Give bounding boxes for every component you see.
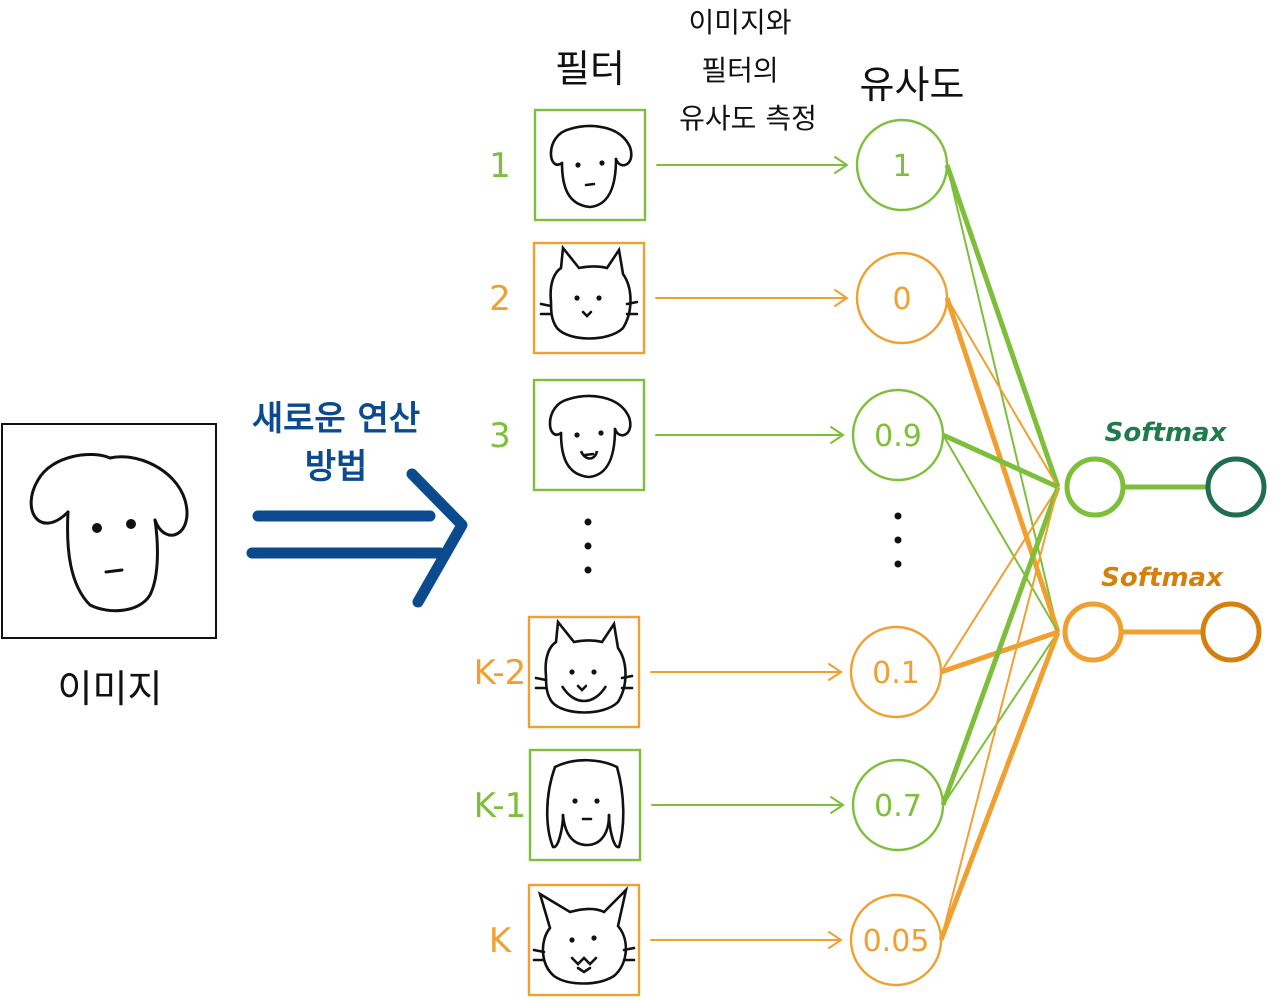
input-label: 이미지: [58, 667, 163, 711]
similarity-node: [849, 625, 943, 719]
measure-arrow: [656, 156, 849, 174]
similarity-node: [855, 251, 949, 345]
input-dog-face-icon: [29, 453, 189, 613]
filter-index-label: K-1: [474, 786, 527, 826]
filter-box: [527, 883, 641, 997]
similarity-node: [851, 388, 945, 482]
similarity-node: [855, 118, 949, 212]
measure-arrow: [655, 426, 845, 444]
filter-index-label: K: [489, 921, 513, 961]
softmax-output-node: [1200, 601, 1262, 663]
connection-line: [946, 164, 1059, 633]
similarity-value: 0.05: [863, 924, 930, 959]
softmax-label: Softmax: [1105, 418, 1228, 448]
filter-index-label: 1: [489, 146, 511, 186]
connection-line: [944, 297, 1061, 633]
similarity-header: 유사도: [860, 63, 965, 107]
similarity-node: [849, 893, 943, 987]
dog-face-icon: [549, 124, 633, 209]
filter-box: [532, 241, 646, 355]
double-arrow-icon: [246, 468, 468, 608]
measure-arrow: [651, 796, 845, 814]
long-ear-dog-icon: [545, 758, 625, 849]
connection-line: [942, 631, 1059, 806]
filter-index-label: K-2: [474, 653, 527, 693]
similarity-node: [851, 758, 945, 852]
similarity-value: 0.1: [872, 656, 920, 691]
similarity-ellipsis: [894, 512, 902, 568]
connection-line: [946, 297, 1059, 488]
filter-index-label: 2: [489, 279, 511, 319]
softmax-label: Softmax: [1101, 563, 1224, 593]
filter-row: K 0.05: [489, 883, 943, 997]
similarity-value: 0: [892, 282, 911, 317]
softmax-unit: Softmax: [1062, 563, 1262, 663]
filter-ellipsis: [584, 518, 592, 574]
operation-title-line1: 새로운 연산: [252, 399, 420, 439]
filter-row: K-2 0.1: [474, 615, 943, 729]
cat-face-icon: [534, 618, 634, 714]
filter-box: [528, 748, 642, 862]
softmax-output-node: [1205, 456, 1267, 518]
filter-index-label: 3: [489, 416, 511, 456]
connection-line: [940, 486, 1061, 806]
input-image: 이미지: [1, 423, 217, 711]
filter-box: [532, 378, 646, 492]
connection-line: [940, 486, 1059, 941]
filter-box: [527, 615, 641, 729]
operation-title-line2: 방법: [305, 447, 368, 487]
operation-arrow: 새로운 연산 방법: [246, 399, 468, 608]
softmax-unit: Softmax: [1064, 418, 1267, 518]
similarity-value: 0.9: [874, 419, 922, 454]
filter-box: [533, 108, 647, 222]
similarity-value: 0.7: [874, 789, 922, 824]
softmax-input-node: [1062, 601, 1124, 663]
connection-line: [942, 434, 1059, 633]
connection-line: [938, 631, 1061, 941]
fluffy-cat-icon: [532, 885, 636, 985]
measure-arrow: [655, 289, 849, 307]
connections: [938, 164, 1061, 941]
similarity-value: 1: [892, 149, 911, 184]
dog-face-icon: [548, 394, 632, 479]
connection-line: [941, 432, 1060, 490]
measure-arrow: [650, 663, 843, 681]
connection-line: [940, 486, 1059, 673]
measure-arrow: [650, 931, 843, 949]
filter-row: K-1 0.7: [474, 748, 945, 862]
measure-header-line3: 유사도 측정: [679, 102, 817, 135]
connection-line: [944, 164, 1061, 488]
cat-face-icon: [539, 244, 639, 340]
softmax-input-node: [1064, 456, 1126, 518]
measure-header-line2: 필터의: [701, 54, 778, 87]
measure-header-line1: 이미지와: [688, 6, 791, 39]
filters-header: 필터: [555, 47, 625, 91]
